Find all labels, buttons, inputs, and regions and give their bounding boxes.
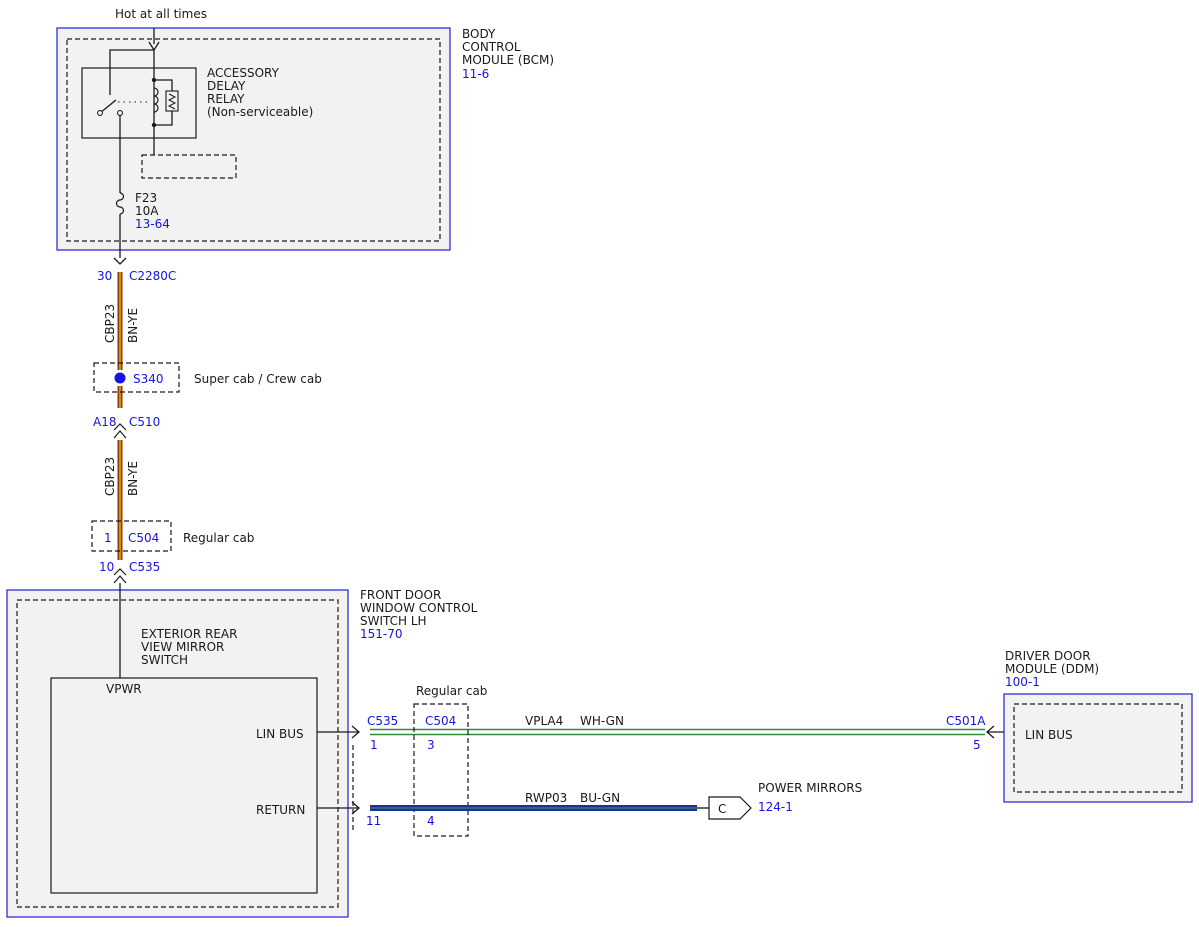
relay-label-line2: DELAY [207, 79, 246, 93]
connector-c-letter: C [718, 802, 726, 816]
mirror-switch-title-line3: SWITCH [141, 653, 188, 667]
lin-circuit-color: WH-GN [580, 714, 624, 728]
power-mirrors-label: POWER MIRRORS [758, 781, 862, 795]
wire-rwp03 [370, 805, 697, 811]
ddm-ref[interactable]: 100-1 [1005, 675, 1040, 689]
ddm-title-line2: MODULE (DDM) [1005, 662, 1099, 676]
switch-title-line3: SWITCH LH [360, 614, 427, 628]
lin-c504-pin[interactable]: 3 [427, 738, 435, 752]
wire2-circuit: CBP23 [103, 457, 117, 496]
wire1-circuit: CBP23 [103, 304, 117, 343]
wire1-color: BN-YE [126, 308, 140, 343]
pin-lin-bus: LIN BUS [256, 727, 304, 741]
c510-arrow [113, 423, 127, 439]
fuse-name: F23 [135, 191, 157, 205]
bcm-box [56, 27, 451, 251]
wire2-color: BN-YE [126, 461, 140, 496]
splice-s340-boundary [93, 362, 180, 393]
wire-cbp23 [117, 272, 123, 560]
mirror-switch-title-line2: VIEW MIRROR [141, 640, 224, 654]
lin-c535-pin[interactable]: 1 [370, 738, 378, 752]
relay-label-line3: RELAY [207, 92, 245, 106]
return-circuit-color: BU-GN [580, 791, 620, 805]
lin-c535-name[interactable]: C535 [367, 714, 398, 728]
switch-title-line2: WINDOW CONTROL [360, 601, 478, 615]
splice-name[interactable]: S340 [133, 372, 164, 386]
connector-c-arrow[interactable] [708, 796, 752, 820]
ddm-title-line1: DRIVER DOOR [1005, 649, 1091, 663]
c504-top-name[interactable]: C504 [128, 531, 159, 545]
bcm-title-line2: CONTROL [462, 40, 521, 54]
switch-title-line1: FRONT DOOR [360, 588, 441, 602]
relay-box [81, 67, 197, 139]
c535-return-arrow [351, 801, 360, 815]
power-mirrors-ref[interactable]: 124-1 [758, 800, 793, 814]
bcm-inner-boundary [66, 38, 441, 242]
fuse-f23-symbol [115, 192, 125, 215]
return-c535-pin[interactable]: 11 [366, 814, 381, 828]
regular-cab-label: Regular cab [416, 684, 487, 698]
accessory-delay-relay: ACCESSORY DELAY RELAY (Non-serviceable) [81, 49, 313, 155]
switch-ref[interactable]: 151-70 [360, 627, 403, 641]
relay-partial-component [141, 154, 237, 179]
splice-s340-dot [114, 372, 126, 384]
ddm-inner-boundary [1013, 703, 1183, 793]
wire-vpla4 [370, 728, 985, 736]
c501a-pin[interactable]: 5 [973, 738, 981, 752]
switch-inner-boundary [16, 599, 339, 908]
c2280c-name[interactable]: C2280C [129, 269, 176, 283]
ddm-module: DRIVER DOOR MODULE (DDM) 100-1 LIN BUS [1003, 649, 1193, 803]
c535-top-pin[interactable]: 10 [99, 560, 114, 574]
c504-top-boundary [91, 520, 172, 552]
c504-top-note: Regular cab [183, 531, 254, 545]
fuse-ref[interactable]: 13-64 [135, 217, 170, 231]
return-circuit-name: RWP03 [525, 791, 567, 805]
c510-name[interactable]: C510 [129, 415, 160, 429]
c535-lin-arrow [351, 725, 360, 739]
splice-note: Super cab / Crew cab [194, 372, 322, 386]
c2280c-pin[interactable]: 30 [97, 269, 112, 283]
c501a-name[interactable]: C501A [946, 714, 986, 728]
window-control-switch-module: FRONT DOOR WINDOW CONTROL SWITCH LH 151-… [6, 588, 478, 918]
mirror-switch-box [50, 677, 318, 894]
lin-c504-name[interactable]: C504 [425, 714, 456, 728]
bcm-ref[interactable]: 11-6 [462, 67, 489, 81]
bcm-title-line1: BODY [462, 27, 496, 41]
lin-circuit-name: VPLA4 [525, 714, 563, 728]
bcm-title-line3: MODULE (BCM) [462, 53, 554, 67]
pin-vpwr: VPWR [106, 682, 142, 696]
c535-top-name[interactable]: C535 [129, 560, 160, 574]
c510-pin[interactable]: A18 [93, 415, 116, 429]
pin-return: RETURN [256, 803, 305, 817]
relay-label-line1: ACCESSORY [207, 66, 280, 80]
power-label: Hot at all times [115, 7, 207, 21]
ddm-box [1003, 693, 1193, 803]
ddm-pin-lin-bus: LIN BUS [1025, 728, 1073, 742]
mirror-switch-title-line1: EXTERIOR REAR [141, 627, 237, 641]
return-c504-pin[interactable]: 4 [427, 814, 435, 828]
c504-top-pin[interactable]: 1 [104, 531, 112, 545]
c535-top-arrow [113, 568, 127, 584]
relay-label-line4: (Non-serviceable) [207, 105, 313, 119]
c504-lower-boundary [413, 703, 469, 837]
fuse-rating: 10A [135, 204, 159, 218]
